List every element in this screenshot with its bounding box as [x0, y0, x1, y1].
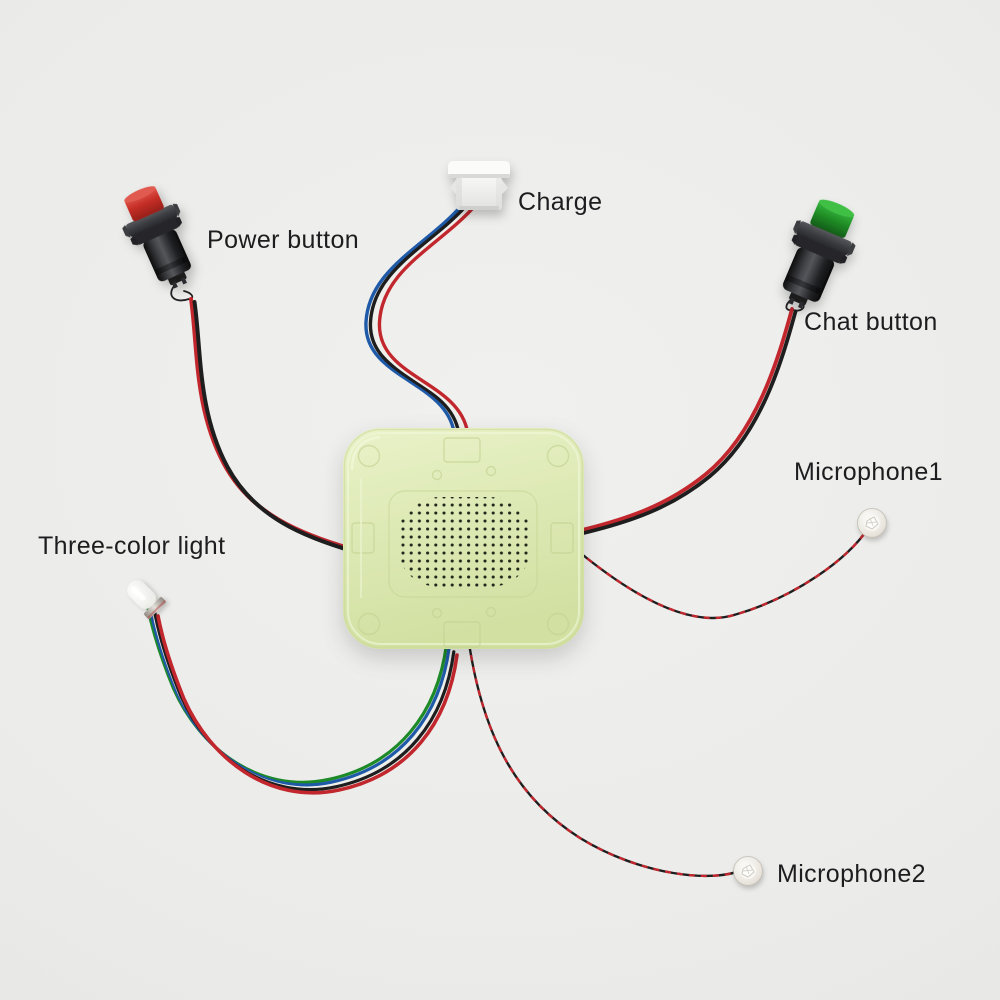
charge-connector — [448, 161, 510, 210]
chat-button — [782, 199, 856, 309]
microphone1-capsule — [857, 508, 887, 538]
power-button-barrel — [143, 229, 191, 282]
mic1-wire-red — [577, 527, 870, 620]
mic2-wire-red — [467, 642, 745, 878]
charge-wire-red — [377, 202, 479, 434]
power-wire-black — [192, 300, 358, 554]
mic1-wire-black — [577, 527, 870, 620]
charge-wire-blue — [364, 202, 465, 434]
ribbon-wire-red — [156, 614, 459, 795]
charge-wire-white — [373, 202, 474, 434]
power-wire-pair — [170, 284, 358, 554]
charge-wire-bundle — [364, 202, 479, 434]
ribbon-wire-blue — [148, 606, 451, 787]
molded-details — [350, 435, 574, 648]
chat-button-barrel — [782, 247, 835, 302]
three-color-light-led — [127, 580, 167, 620]
microphone2-capsule — [733, 856, 763, 886]
label-chat-button: Chat button — [804, 308, 938, 336]
power-wire-red — [189, 297, 354, 551]
charge-connector-cap — [448, 161, 510, 178]
power-button — [122, 186, 191, 289]
speaker-grille — [397, 497, 532, 587]
ribbon-wire-green — [145, 603, 449, 784]
microphone1-wire — [577, 527, 870, 620]
main-speaker-module — [343, 428, 584, 649]
wires-layer — [145, 202, 870, 878]
ribbon-wire-black — [153, 611, 456, 792]
label-charge: Charge — [518, 188, 603, 216]
label-power-button: Power button — [207, 226, 360, 254]
chat-wire-pair — [576, 298, 805, 536]
led-base-ring — [144, 597, 166, 619]
label-three-color-light: Three-color light — [38, 532, 226, 560]
charge-connector-body — [456, 177, 502, 210]
mic2-wire-black — [467, 642, 745, 878]
charge-wire-black — [368, 202, 470, 434]
chat-wire-red — [576, 307, 794, 533]
microphone2-wire — [467, 642, 745, 878]
three-color-light-ribbon — [145, 603, 459, 795]
label-microphone2: Microphone2 — [777, 860, 926, 888]
label-microphone1: Microphone1 — [794, 458, 943, 486]
chat-wire-black — [579, 309, 798, 536]
